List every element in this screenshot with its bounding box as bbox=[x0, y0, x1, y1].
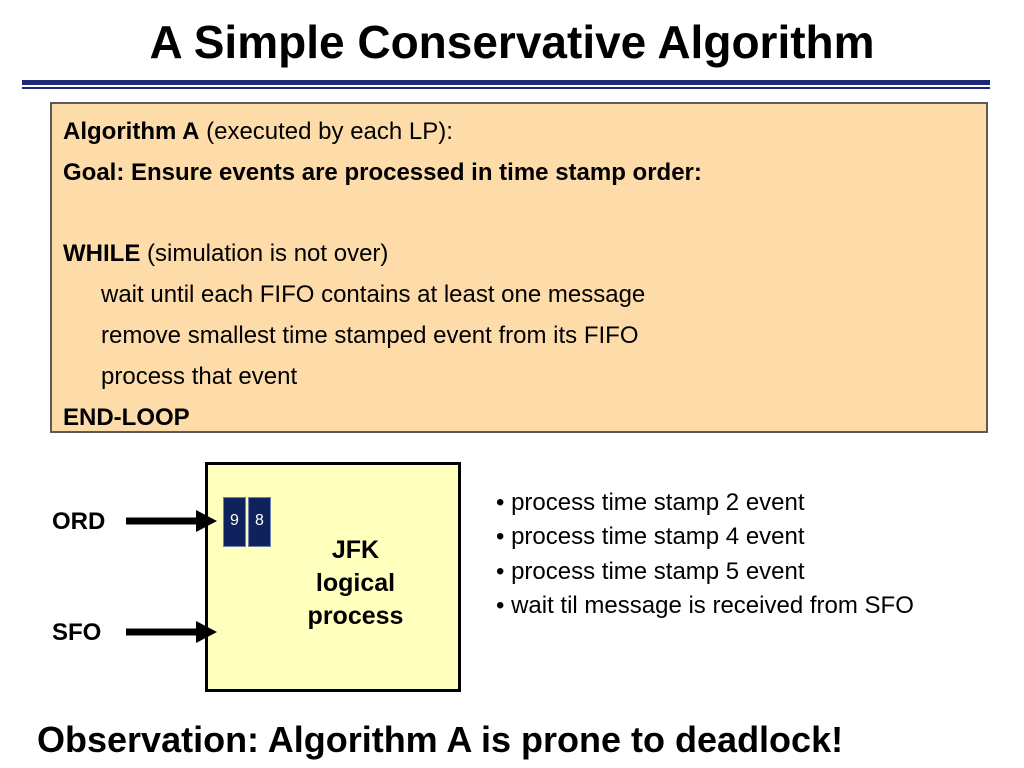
lp-label-line-1: JFK bbox=[331, 536, 380, 564]
observation-text: Observation: Algorithm A is prone to dea… bbox=[37, 719, 844, 760]
while-keyword: WHILE bbox=[63, 240, 141, 268]
ord-arrow bbox=[126, 510, 217, 532]
algorithm-name: Algorithm A bbox=[63, 118, 200, 145]
loop-step-process: process that event bbox=[101, 362, 298, 390]
sfo-label: SFO bbox=[52, 619, 102, 646]
lp-label-line-2: logical bbox=[315, 569, 396, 597]
title-divider-thin bbox=[22, 87, 990, 89]
algorithm-header: Algorithm A (executed by each LP): bbox=[63, 112, 986, 153]
while-condition: (simulation is not over) bbox=[140, 240, 389, 268]
bullet-item: • process time stamp 4 event bbox=[496, 523, 805, 551]
bullet-item: • process time stamp 2 event bbox=[496, 489, 805, 516]
loop-step-wait: wait until each FIFO contains at least o… bbox=[101, 281, 646, 309]
lp-label-line-3: process bbox=[307, 602, 404, 630]
bullet-item: • process time stamp 5 event bbox=[496, 557, 805, 585]
slide-title: A Simple Conservative Algorithm bbox=[149, 16, 875, 68]
end-loop: END-LOOP bbox=[63, 403, 190, 431]
algorithm-box: Algorithm A (executed by each LP): Goal:… bbox=[50, 102, 988, 433]
title-divider-thick bbox=[22, 80, 990, 85]
bullet-item: • wait til message is received from SFO bbox=[496, 591, 914, 619]
sfo-arrow bbox=[126, 621, 217, 643]
loop-step-remove: remove smallest time stamped event from … bbox=[101, 321, 639, 349]
while-line: WHILE (simulation is not over) bbox=[63, 234, 986, 275]
jfk-logical-process-box bbox=[205, 462, 461, 692]
fifo-message-8: 8 bbox=[248, 497, 271, 547]
algorithm-goal: Goal: Ensure events are processed in tim… bbox=[63, 158, 702, 186]
fifo-message-9: 9 bbox=[223, 497, 246, 547]
ord-label: ORD bbox=[52, 508, 106, 535]
event-bullet-list: • process time stamp 2 event • process t… bbox=[496, 486, 914, 623]
algorithm-executor: (executed by each LP): bbox=[199, 118, 453, 145]
jfk-lp-label: JFK logical process bbox=[283, 534, 428, 633]
